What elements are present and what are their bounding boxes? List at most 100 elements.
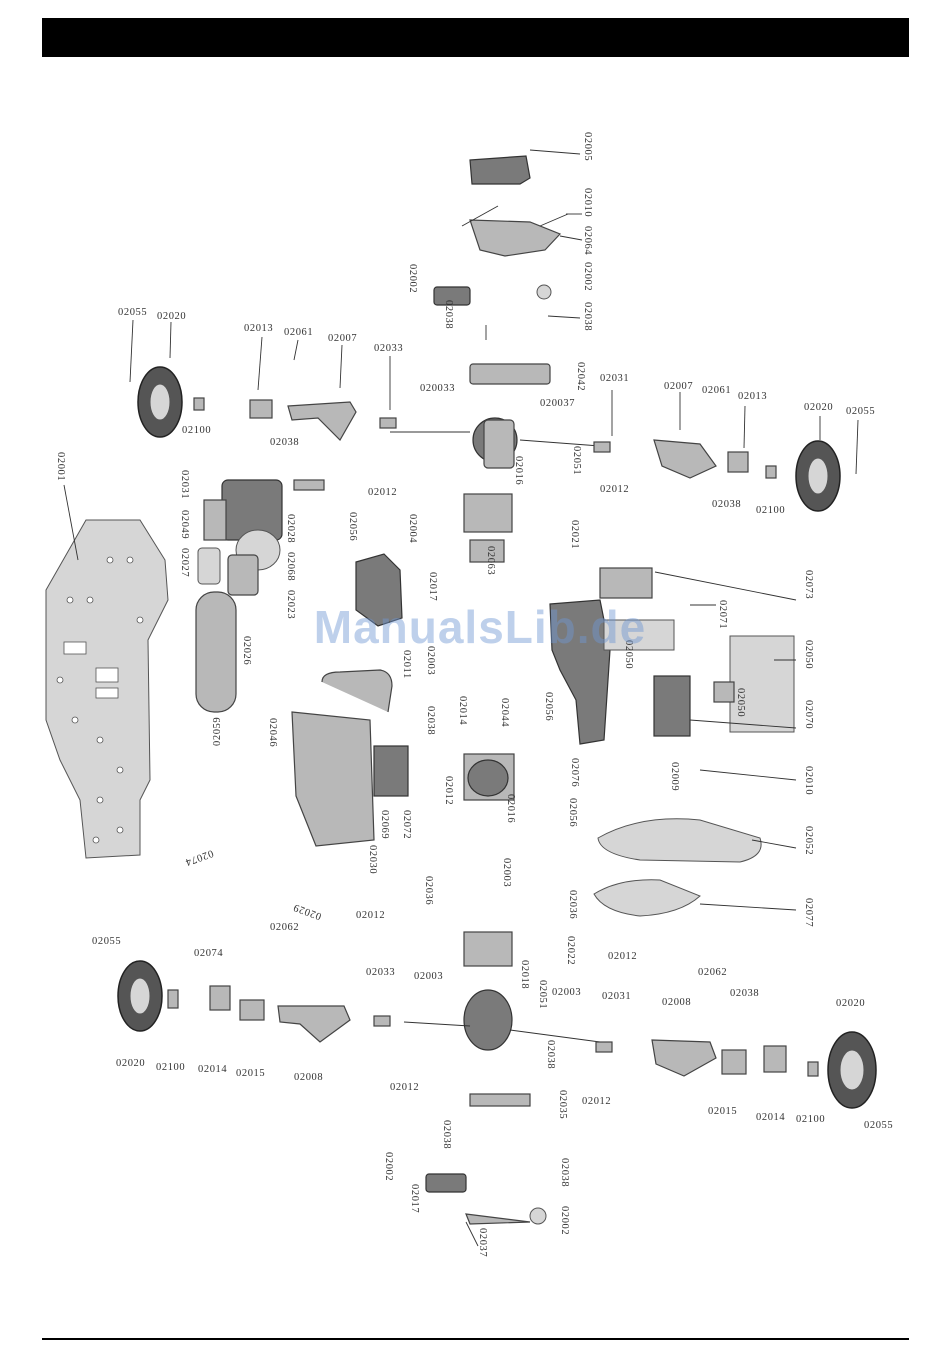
footer-rule [42, 1338, 909, 1340]
part-label: 02061 [702, 385, 731, 396]
part-label: 02003 [501, 858, 512, 887]
part-label: 02100 [756, 505, 785, 516]
part-label: 02012 [356, 910, 385, 921]
header-bar [42, 18, 909, 57]
part-label: 02073 [803, 570, 814, 599]
shock-tower-top [461, 205, 569, 257]
part-label: 02030 [367, 845, 378, 874]
exhaust-pipe [195, 547, 237, 713]
rear-shock-parts [425, 1173, 547, 1225]
part-label: 02017 [427, 572, 438, 601]
part-label: 02031 [600, 373, 629, 384]
part-label: 02029 [292, 901, 323, 921]
leader-02055-ur [855, 419, 859, 475]
front-diff-assembly [390, 363, 601, 469]
center-diff-block [463, 493, 513, 563]
part-label: 02050 [623, 640, 634, 669]
part-label: 02008 [662, 997, 691, 1008]
engine-assembly [203, 479, 325, 596]
part-label: 02002 [559, 1206, 570, 1235]
upper-left-wheel [137, 366, 397, 441]
part-label: 02022 [565, 936, 576, 965]
part-label: 02003 [414, 971, 443, 982]
part-label: 02077 [803, 898, 814, 927]
part-label: 02062 [698, 967, 727, 978]
part-label: 02038 [425, 706, 436, 735]
part-label: 02100 [156, 1062, 185, 1073]
part-label: 02013 [738, 391, 767, 402]
fuel-tank [355, 553, 403, 627]
part-label: 02008 [294, 1072, 323, 1083]
part-label: 02026 [241, 636, 252, 665]
part-label: 02100 [796, 1114, 825, 1125]
part-label: 02003 [552, 987, 581, 998]
rear-diff [403, 931, 601, 1107]
part-label: 02012 [600, 484, 629, 495]
part-label: 02074 [183, 847, 214, 867]
part-label: 02063 [485, 546, 496, 575]
leader-02055-ul [129, 319, 134, 383]
part-label: 02051 [537, 980, 548, 1009]
leader-02020-ul [169, 321, 172, 359]
part-label: 02014 [198, 1064, 227, 1075]
part-label: 02056 [543, 692, 554, 721]
part-label: 02031 [602, 991, 631, 1002]
leader-02052 [751, 839, 797, 849]
part-label: 02033 [366, 967, 395, 978]
part-label: 02068 [285, 552, 296, 581]
part-label: 02038 [270, 437, 299, 448]
part-label: 020037 [540, 398, 575, 409]
part-label: 02074 [194, 948, 223, 959]
part-label: 02055 [92, 936, 121, 947]
part-label: 02064 [582, 226, 593, 255]
part-label: 02072 [401, 810, 412, 839]
leader-02013-ur [743, 405, 746, 449]
part-label: 02049 [179, 510, 190, 539]
part-number-labels: 02005 02010 02064 02002 02038 02002 0203… [55, 132, 893, 1257]
part-label: 02009 [669, 762, 680, 791]
upper-right-wheel [593, 439, 841, 512]
leader-02005 [529, 149, 581, 155]
part-label: 02069 [379, 810, 390, 839]
part-label: 02035 [557, 1090, 568, 1119]
part-label: 02050 [803, 640, 814, 669]
part-label: 02056 [567, 798, 578, 827]
part-label: 02010 [803, 766, 814, 795]
part-label: 02012 [608, 951, 637, 962]
part-label: 02038 [559, 1158, 570, 1187]
part-label: 02038 [730, 988, 759, 999]
part-label: 02037 [477, 1228, 488, 1257]
part-label: 02010 [582, 188, 593, 217]
leader-02070 [689, 719, 797, 729]
part-label: 02013 [244, 323, 273, 334]
part-label: 02016 [505, 794, 516, 823]
part-label: 02070 [803, 700, 814, 729]
part-label: 02004 [407, 514, 418, 543]
lower-left-wheel [117, 960, 391, 1043]
part-label: 02055 [118, 307, 147, 318]
leader-02073 [654, 571, 797, 601]
part-label: 02059 [212, 717, 223, 746]
part-label: 02018 [519, 960, 530, 989]
part-label: 02002 [407, 264, 418, 293]
part-label: 02033 [374, 343, 403, 354]
part-label: 02016 [513, 456, 524, 485]
part-label: 02020 [157, 311, 186, 322]
part-label: 02055 [864, 1120, 893, 1131]
part-label: 02062 [270, 922, 299, 933]
part-label: 02028 [285, 514, 296, 543]
part-label: 02036 [567, 890, 578, 919]
leader-02064 [559, 235, 583, 241]
part-label: 02055 [846, 406, 875, 417]
leader-02007-ul [339, 344, 343, 389]
part-label: 02012 [582, 1096, 611, 1107]
part-label: 02027 [179, 548, 190, 577]
part-label: 02042 [575, 362, 586, 391]
part-label: 02038 [441, 1120, 452, 1149]
part-label: 02005 [582, 132, 593, 161]
leader-02010-b [699, 769, 797, 781]
rear-center-diff [463, 753, 515, 801]
top-shock-parts [433, 284, 581, 340]
part-label: 02012 [368, 487, 397, 498]
